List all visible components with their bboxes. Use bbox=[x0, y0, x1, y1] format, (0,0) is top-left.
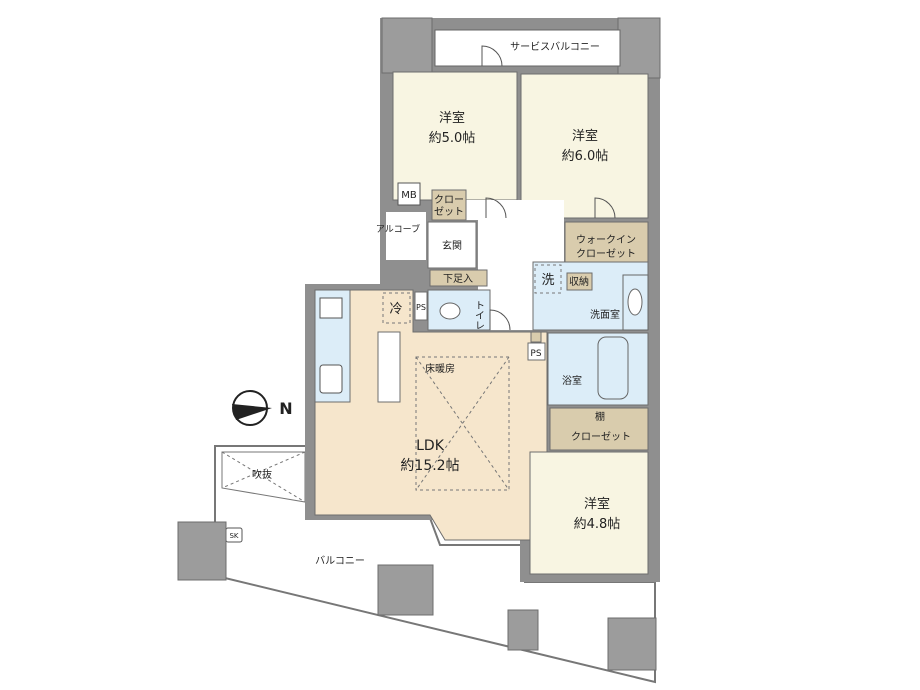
ps-box bbox=[414, 291, 428, 321]
closet bbox=[549, 407, 649, 451]
wic-label: クローゼット bbox=[576, 248, 636, 260]
sk-label: SK bbox=[229, 532, 238, 540]
bedroom-5-0-name: 洋室 bbox=[439, 110, 465, 126]
bedroom-door[interactable] bbox=[594, 197, 616, 219]
entrance bbox=[427, 221, 477, 269]
ldk-name: LDK bbox=[416, 438, 445, 454]
pillar bbox=[381, 17, 433, 74]
service-balcony bbox=[434, 29, 621, 67]
shelf bbox=[530, 331, 542, 343]
bedroom-6-0-size: 約6.0帖 bbox=[562, 149, 609, 164]
pillar bbox=[377, 564, 434, 616]
bedroom-4-8 bbox=[529, 451, 649, 575]
pillar bbox=[177, 521, 227, 581]
bedroom-6-0 bbox=[520, 73, 649, 219]
entrance-label: 玄関 bbox=[442, 239, 462, 252]
shelf-label: 棚 bbox=[595, 410, 605, 423]
toilet-label: トイレ bbox=[473, 300, 485, 330]
compass-north-label: N bbox=[279, 399, 292, 418]
ps-box bbox=[527, 342, 546, 361]
bedroom-door[interactable] bbox=[485, 197, 507, 219]
washer bbox=[534, 264, 562, 294]
shoe-storage bbox=[429, 269, 488, 287]
door-arc[interactable] bbox=[481, 45, 503, 67]
washer-label: 洗 bbox=[541, 273, 554, 288]
alcove-label: アルコーブ bbox=[376, 223, 420, 235]
balcony-label: バルコニー bbox=[315, 555, 365, 567]
bedroom-4-8-size: 約4.8帖 bbox=[574, 517, 621, 532]
storage bbox=[566, 272, 593, 291]
floor-heating-label: 床暖房 bbox=[425, 362, 455, 375]
toilet-icon bbox=[439, 302, 461, 320]
stove-icon bbox=[319, 297, 343, 319]
bedroom-5-0 bbox=[392, 71, 518, 201]
void-label: 吹抜 bbox=[252, 468, 272, 481]
compass-icon: N bbox=[232, 390, 293, 426]
pillar bbox=[507, 609, 539, 651]
balcony: 吹抜 バルコニー SK bbox=[177, 445, 657, 684]
closet bbox=[431, 189, 467, 221]
kitchen-island bbox=[377, 331, 401, 403]
washroom-label: 洗面室 bbox=[590, 308, 620, 321]
toilet-door[interactable] bbox=[489, 309, 511, 331]
bedroom-6-0-name: 洋室 bbox=[572, 128, 598, 144]
bathtub-icon bbox=[597, 336, 629, 400]
bedroom-5-0-size: 約5.0帖 bbox=[429, 131, 476, 146]
fridge-label: 冷 bbox=[389, 302, 402, 317]
mb-box bbox=[397, 182, 421, 206]
hallway bbox=[466, 200, 564, 220]
storage-label: 収納 bbox=[569, 275, 589, 288]
ps-label: PS bbox=[530, 349, 541, 359]
pillar bbox=[607, 617, 657, 671]
ldk-size: 約15.2帖 bbox=[400, 458, 459, 474]
service-balcony-label: サービスバルコニー bbox=[510, 41, 600, 53]
sink-icon bbox=[627, 288, 643, 316]
closet-label: クロー bbox=[434, 194, 464, 206]
mb-label: MB bbox=[401, 190, 417, 201]
wic-label: ウォークイン bbox=[576, 234, 636, 246]
shoe-storage-label: 下足入 bbox=[443, 273, 473, 285]
ps-label: PS bbox=[416, 303, 426, 312]
closet-label: ゼット bbox=[434, 206, 464, 218]
pillar bbox=[617, 17, 661, 79]
closet-label: クローゼット bbox=[571, 431, 631, 443]
fridge bbox=[382, 292, 411, 324]
bedroom-4-8-name: 洋室 bbox=[584, 496, 610, 512]
bathroom-label: 浴室 bbox=[562, 374, 582, 387]
alcove bbox=[386, 212, 426, 260]
kitchen-sink-icon bbox=[319, 364, 343, 394]
floor-heating-area bbox=[415, 356, 510, 491]
